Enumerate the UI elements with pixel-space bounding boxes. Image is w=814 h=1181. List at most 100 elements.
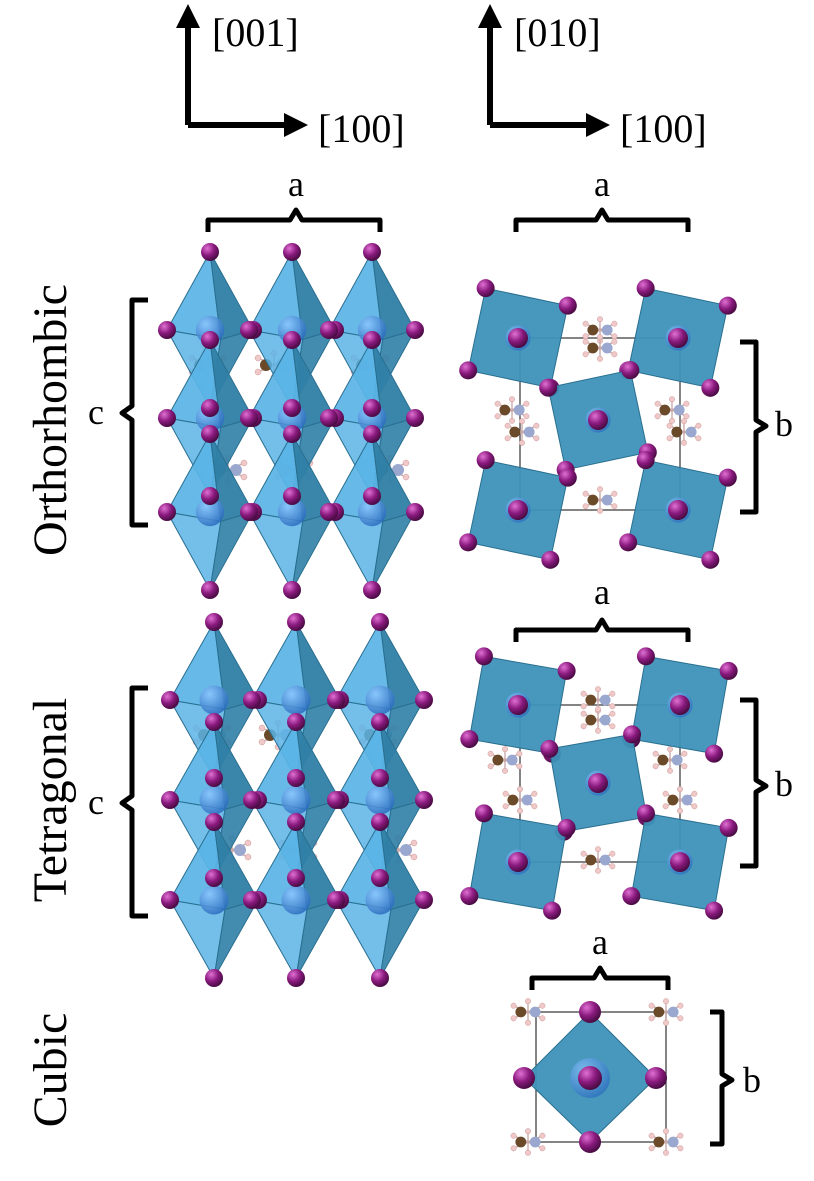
iodine-atom bbox=[283, 243, 301, 261]
nitrogen-atom bbox=[506, 754, 518, 766]
carbon-atom bbox=[667, 794, 679, 806]
iodine-atom bbox=[205, 613, 223, 631]
hydrogen-atom bbox=[691, 790, 698, 797]
label-a-cubic: a bbox=[592, 922, 608, 962]
hydrogen-atom bbox=[582, 338, 589, 345]
iodine-atom bbox=[558, 468, 577, 487]
iodine-atom bbox=[371, 613, 389, 631]
iodine-atom bbox=[558, 296, 577, 315]
carbon-atom bbox=[509, 426, 521, 438]
iodine-atom bbox=[161, 691, 179, 709]
hydrogen-atom bbox=[517, 786, 523, 793]
iodine-atom bbox=[701, 550, 720, 569]
iodine-atom bbox=[363, 581, 381, 599]
hydrogen-atom bbox=[244, 853, 252, 861]
label-c-ortho: c bbox=[88, 392, 104, 432]
hydrogen-atom bbox=[510, 1132, 517, 1139]
structure-tetragonal-side-view bbox=[161, 613, 433, 987]
iodine-atom bbox=[459, 361, 478, 380]
methylammonium-molecule bbox=[582, 316, 618, 344]
hydrogen-atom bbox=[677, 807, 683, 814]
hydrogen-atom bbox=[523, 413, 530, 420]
iodine-atom bbox=[243, 691, 261, 709]
methylammonium-molecule bbox=[504, 418, 540, 446]
hydrogen-atom bbox=[539, 1015, 546, 1022]
iodine-atom bbox=[371, 713, 389, 731]
iodine-atom bbox=[201, 331, 219, 349]
label-b-cubic: b bbox=[743, 1060, 761, 1100]
nitrogen-atom bbox=[601, 342, 613, 354]
iodine-atom bbox=[476, 451, 495, 470]
hydrogen-atom bbox=[681, 439, 687, 446]
iodine-atom bbox=[557, 818, 576, 837]
carbon-atom bbox=[499, 404, 511, 416]
carbon-atom bbox=[659, 404, 671, 416]
iodine-atom bbox=[371, 813, 389, 831]
hydrogen-atom bbox=[494, 413, 501, 420]
iodine-atom bbox=[406, 321, 424, 339]
bracket-a-ortho-left bbox=[205, 207, 383, 232]
hydrogen-atom bbox=[669, 417, 675, 424]
hydrogen-atom bbox=[531, 790, 538, 797]
hydrogen-atom bbox=[595, 867, 601, 874]
nitrogen-atom bbox=[392, 464, 404, 476]
hydrogen-atom bbox=[611, 333, 618, 340]
hydrogen-atom bbox=[582, 351, 589, 358]
methylammonium-molecule bbox=[648, 1128, 684, 1156]
hydrogen-atom bbox=[597, 507, 603, 514]
iodine-atom bbox=[283, 425, 301, 443]
hydrogen-atom bbox=[580, 690, 587, 697]
hydrogen-atom bbox=[510, 1015, 517, 1022]
iodine-atom bbox=[719, 661, 738, 680]
hydrogen-atom bbox=[502, 767, 508, 774]
axis-left-horizontal-label: [100] bbox=[318, 106, 405, 151]
hydrogen-atom bbox=[525, 1128, 531, 1135]
nitrogen-atom bbox=[523, 426, 535, 438]
iodine-atom bbox=[158, 321, 176, 339]
methylammonium-molecule bbox=[580, 846, 616, 874]
arrow-head-right-icon bbox=[586, 113, 610, 137]
iodine-atom bbox=[668, 500, 688, 520]
nitrogen-atom bbox=[601, 324, 613, 336]
iodine-atom bbox=[705, 901, 724, 920]
hydrogen-atom bbox=[410, 853, 418, 861]
hydrogen-atom bbox=[531, 803, 538, 810]
iodine-atom bbox=[243, 791, 261, 809]
hydrogen-atom bbox=[595, 846, 601, 853]
iodine-atom bbox=[636, 647, 655, 666]
hydrogen-atom bbox=[663, 1128, 669, 1135]
hydrogen-atom bbox=[595, 727, 601, 734]
carbon-atom bbox=[587, 494, 599, 506]
lead-atom bbox=[365, 885, 395, 915]
iodine-atom bbox=[476, 279, 495, 298]
iodine-atom bbox=[636, 451, 655, 470]
iodine-atom bbox=[718, 296, 737, 315]
hydrogen-atom bbox=[580, 863, 587, 870]
hydrogen-atom bbox=[681, 418, 687, 425]
carbon-atom bbox=[587, 324, 599, 336]
hydrogen-atom bbox=[504, 435, 511, 442]
carbon-atom bbox=[671, 426, 683, 438]
hydrogen-atom bbox=[240, 473, 248, 481]
hydrogen-atom bbox=[681, 750, 688, 757]
hydrogen-atom bbox=[254, 368, 262, 376]
iodine-atom bbox=[320, 409, 338, 427]
methylammonium-molecule bbox=[510, 998, 546, 1026]
carbon-atom bbox=[585, 714, 597, 726]
iodine-atom bbox=[460, 887, 479, 906]
hydrogen-atom bbox=[648, 1145, 655, 1152]
bracket-b-cubic bbox=[710, 1009, 735, 1147]
octahedron-face bbox=[371, 511, 417, 591]
iodine-atom bbox=[474, 647, 493, 666]
lead-atom bbox=[281, 685, 311, 715]
methylammonium-molecule bbox=[510, 1128, 546, 1156]
octahedron-face bbox=[209, 511, 255, 591]
axes-right bbox=[487, 20, 594, 128]
iodine-atom bbox=[636, 804, 655, 823]
iodine-atom bbox=[161, 891, 179, 909]
iodine-atom bbox=[201, 487, 219, 505]
hydrogen-atom bbox=[667, 767, 673, 774]
nitrogen-atom bbox=[599, 694, 611, 706]
iodine-atom bbox=[320, 503, 338, 521]
hydrogen-atom bbox=[597, 316, 603, 323]
